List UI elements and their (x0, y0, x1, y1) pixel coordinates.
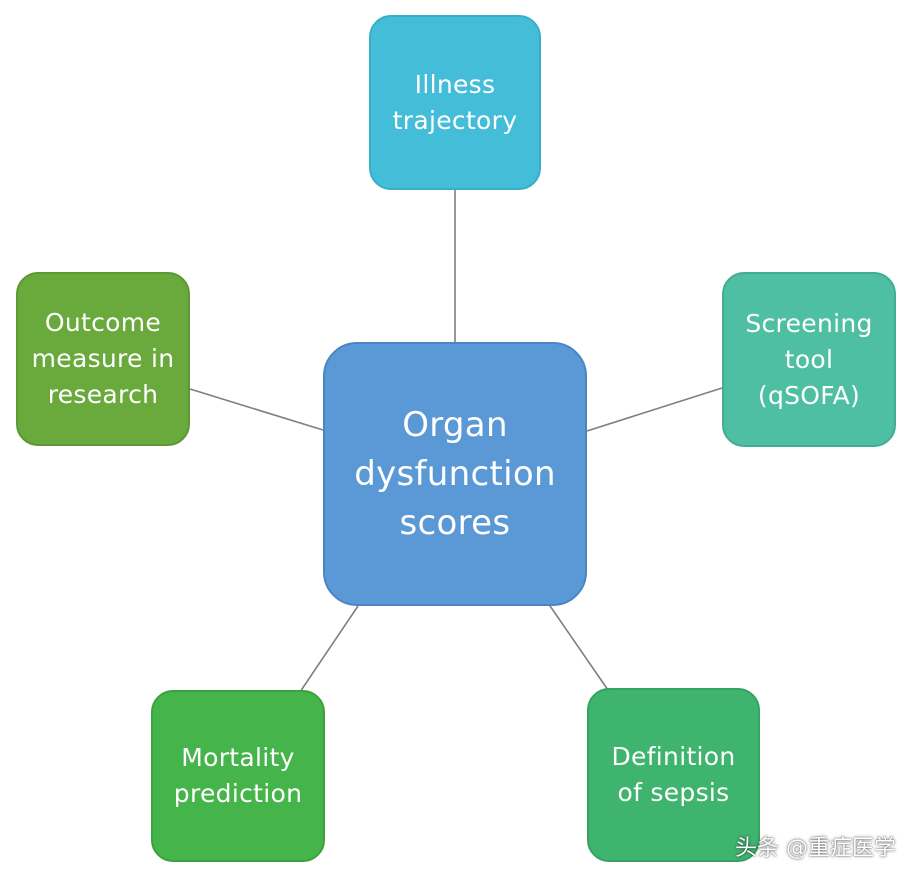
watermark: 头条 @重症医学 (735, 836, 896, 861)
node-mortality-prediction: Mortality prediction (151, 690, 325, 862)
node-outcome-measure-label: Outcome measure in research (31, 308, 175, 409)
node-definition-of-sepsis-label: Definition of sepsis (611, 742, 736, 807)
node-screening-tool: Screening tool (qSOFA) (722, 272, 896, 447)
node-illness-trajectory-label: Illness trajectory (392, 69, 518, 135)
connector-mortality (299, 605, 359, 693)
node-organ-dysfunction-scores: Organ dysfunction scores (323, 342, 587, 606)
connector-screening (586, 387, 723, 432)
node-screening-tool-label: Screening tool (qSOFA) (745, 308, 873, 410)
connector-sepsis (547, 602, 609, 691)
node-mortality-prediction-label: Mortality prediction (173, 743, 303, 808)
connector-outcome (189, 388, 324, 431)
node-illness-trajectory: Illness trajectory (369, 15, 541, 190)
center-label: Organ dysfunction scores (354, 404, 556, 543)
node-definition-of-sepsis: Definition of sepsis (587, 688, 760, 862)
node-outcome-measure: Outcome measure in research (16, 272, 190, 446)
